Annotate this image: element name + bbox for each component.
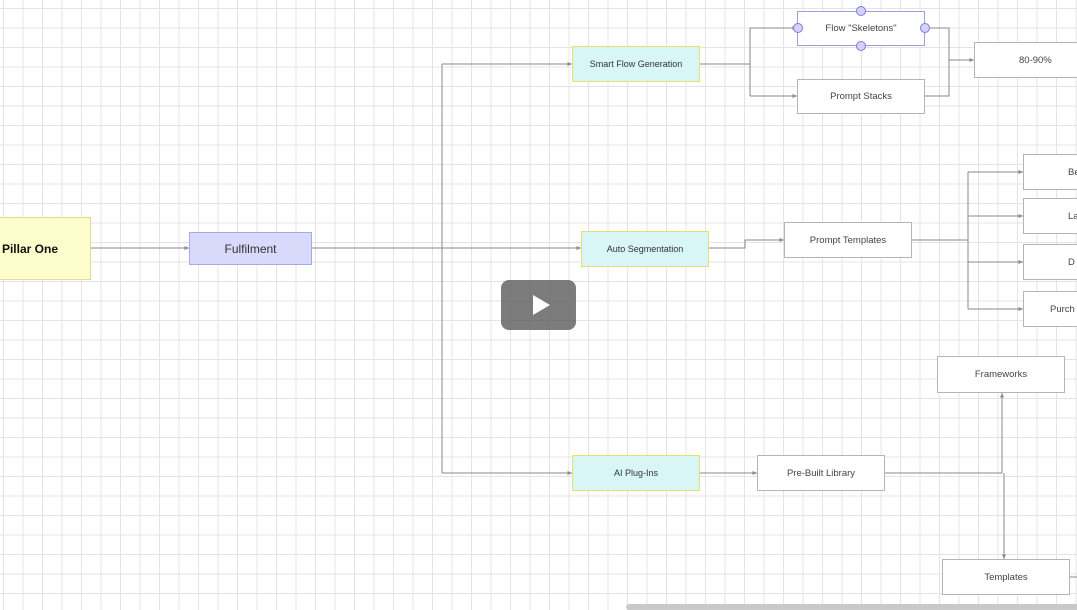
node-prompt-templates[interactable]: Prompt Templates [784,222,912,258]
node-pre-built-library-label: Pre-Built Library [786,467,856,479]
wire-skeletons-out [925,27,950,97]
node-80-90-percent-label: 80-90% [1019,54,1052,66]
resize-handle-bottom[interactable] [856,41,866,51]
node-prompt-stacks[interactable]: Prompt Stacks [797,79,925,114]
node-pillar-one[interactable]: Pillar One [0,217,91,280]
node-flow-skeletons-label: Flow "Skeletons" [825,23,897,34]
horizontal-scrollbar[interactable] [626,604,1077,610]
node-fulfilment-label: Fulfilment [224,241,277,256]
node-pre-built-library[interactable]: Pre-Built Library [757,455,885,491]
wire-seg-to-templates [709,238,784,249]
resize-handle-right[interactable] [920,23,930,33]
node-segment-4-label: Purch [1050,303,1075,315]
node-segment-2[interactable]: La [1023,198,1077,234]
node-prompt-templates-label: Prompt Templates [809,234,887,246]
node-segment-3[interactable]: D [1023,244,1077,280]
node-segment-2-label: La [1068,210,1077,222]
node-templates[interactable]: Templates [942,559,1070,595]
node-80-90-percent[interactable]: 80-90% [974,42,1077,78]
node-prompt-stacks-label: Prompt Stacks [830,91,892,102]
node-segment-1-label: Be [1068,166,1077,178]
node-frameworks[interactable]: Frameworks [937,356,1065,393]
node-segment-1[interactable]: Be [1023,154,1077,190]
node-segment-4[interactable]: Purch [1023,291,1077,327]
node-pillar-one-label: Pillar One [1,241,58,256]
node-segment-3-label: D [1068,256,1075,268]
node-templates-label: Templates [984,571,1028,583]
node-frameworks-label: Frameworks [974,369,1028,380]
node-flow-skeletons[interactable]: Flow "Skeletons" [797,11,925,46]
resize-handle-top[interactable] [856,6,866,16]
resize-handle-left[interactable] [793,23,803,33]
node-auto-segmentation[interactable]: Auto Segmentation [581,231,709,267]
node-smart-flow-generation-label: Smart Flow Generation [589,59,683,69]
node-fulfilment[interactable]: Fulfilment [189,232,312,265]
node-ai-plug-ins[interactable]: AI Plug-Ins [572,455,700,491]
node-smart-flow-generation[interactable]: Smart Flow Generation [572,46,700,82]
play-button[interactable] [501,280,576,330]
node-auto-segmentation-label: Auto Segmentation [606,244,684,254]
play-triangle-icon [532,295,550,315]
node-ai-plug-ins-label: AI Plug-Ins [613,468,659,478]
